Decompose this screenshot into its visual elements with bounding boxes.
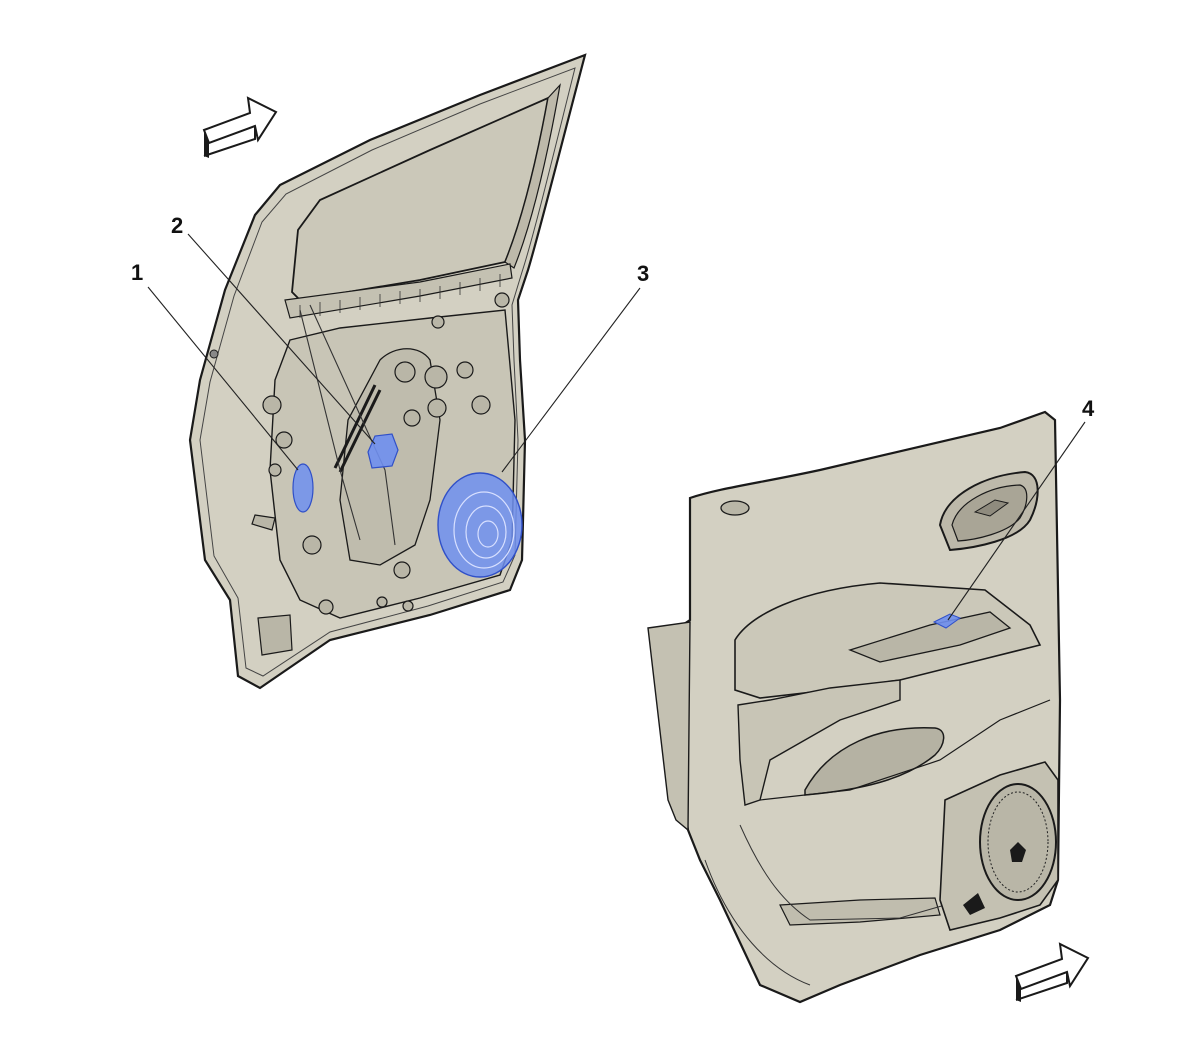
callout-2: 2 (171, 213, 184, 238)
speaker-grille (939, 761, 1059, 931)
part-2-highlight (367, 433, 399, 469)
hinge-bracket (251, 514, 293, 656)
pull-cup (804, 726, 945, 796)
panel-holes (262, 292, 510, 615)
leader-lines (147, 233, 1086, 621)
trim-belt-reveal (759, 699, 1051, 801)
door-handle (938, 470, 1039, 552)
leader-2 (187, 233, 376, 445)
window-regulator-rail (333, 384, 382, 473)
leader-4 (947, 421, 1086, 621)
door-inner-frame (188, 53, 587, 690)
speaker-icon (437, 472, 523, 578)
callout-4: 4 (1082, 396, 1095, 421)
callout-1: 1 (131, 260, 144, 285)
leader-3 (501, 287, 641, 473)
trim-lower-flange (647, 621, 691, 832)
edge-fastener (209, 349, 219, 359)
window-frame-channel (504, 83, 561, 269)
trim-top-clip (720, 500, 750, 516)
leader-1 (147, 286, 299, 471)
window-switch-plate (848, 611, 1012, 663)
belt-line-strip (284, 263, 513, 319)
callout-3: 3 (637, 261, 650, 286)
part-4-highlight (932, 613, 962, 629)
regulator-cable (299, 304, 396, 546)
armrest-front (737, 679, 901, 806)
direction-arrow-icon (202, 96, 278, 158)
part-1-highlight (292, 463, 314, 513)
door-shell-inner-edge (199, 67, 576, 677)
door-trim-panel (647, 410, 1062, 1004)
trim-lower-contour (704, 824, 946, 986)
direction-arrow-icon (1014, 942, 1090, 1002)
